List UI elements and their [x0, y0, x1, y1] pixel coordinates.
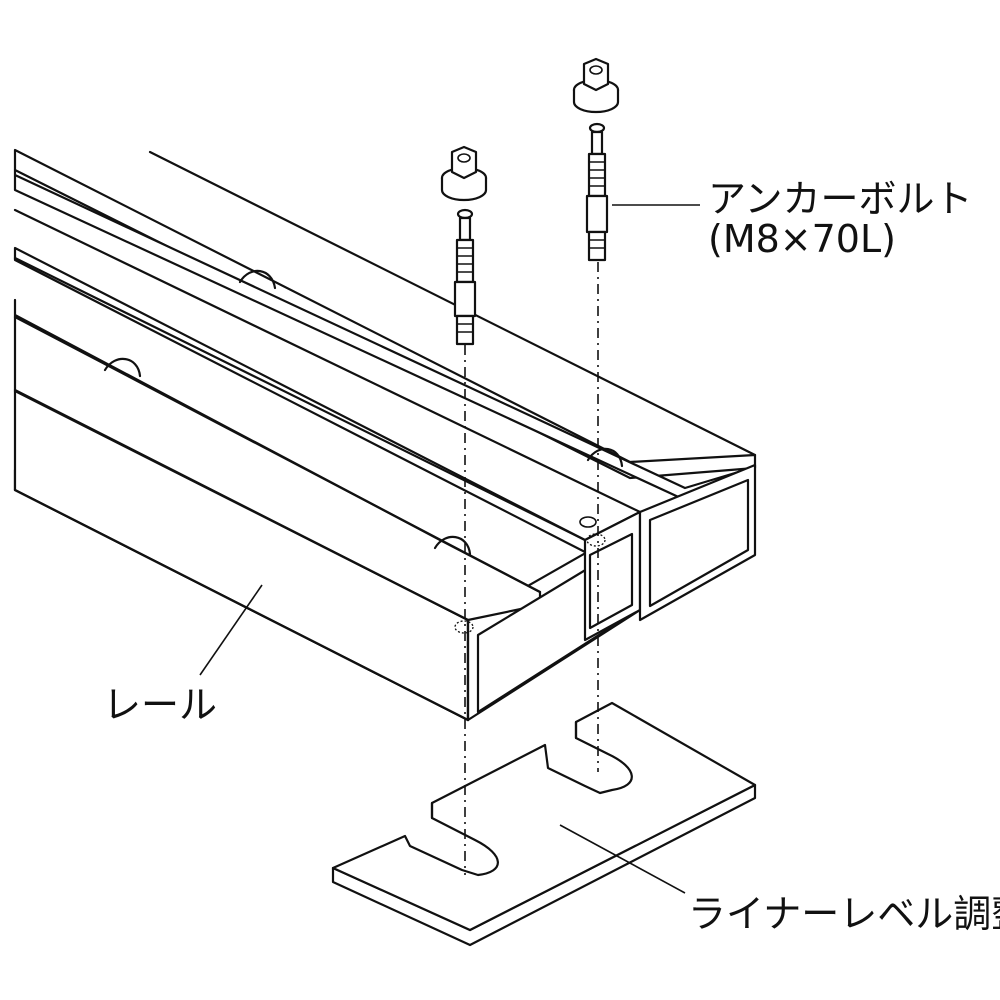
- label-anchor-bolt: アンカーボルト (M8×70L): [708, 177, 973, 261]
- anchor-bolt-left: [440, 145, 488, 346]
- liner-plate: [331, 701, 757, 947]
- leader-liner: [559, 824, 686, 894]
- anchor-bolt-name: アンカーボルト: [708, 177, 973, 221]
- anchor-bolt-right: [572, 57, 620, 262]
- label-liner: ライナーレベル調整: [688, 892, 1000, 936]
- centerlines: [464, 262, 599, 875]
- label-rail: レール: [103, 683, 218, 727]
- rail: [13, 148, 757, 722]
- anchor-bolt-spec: (M8×70L): [708, 216, 896, 261]
- leader-rail: [199, 584, 263, 676]
